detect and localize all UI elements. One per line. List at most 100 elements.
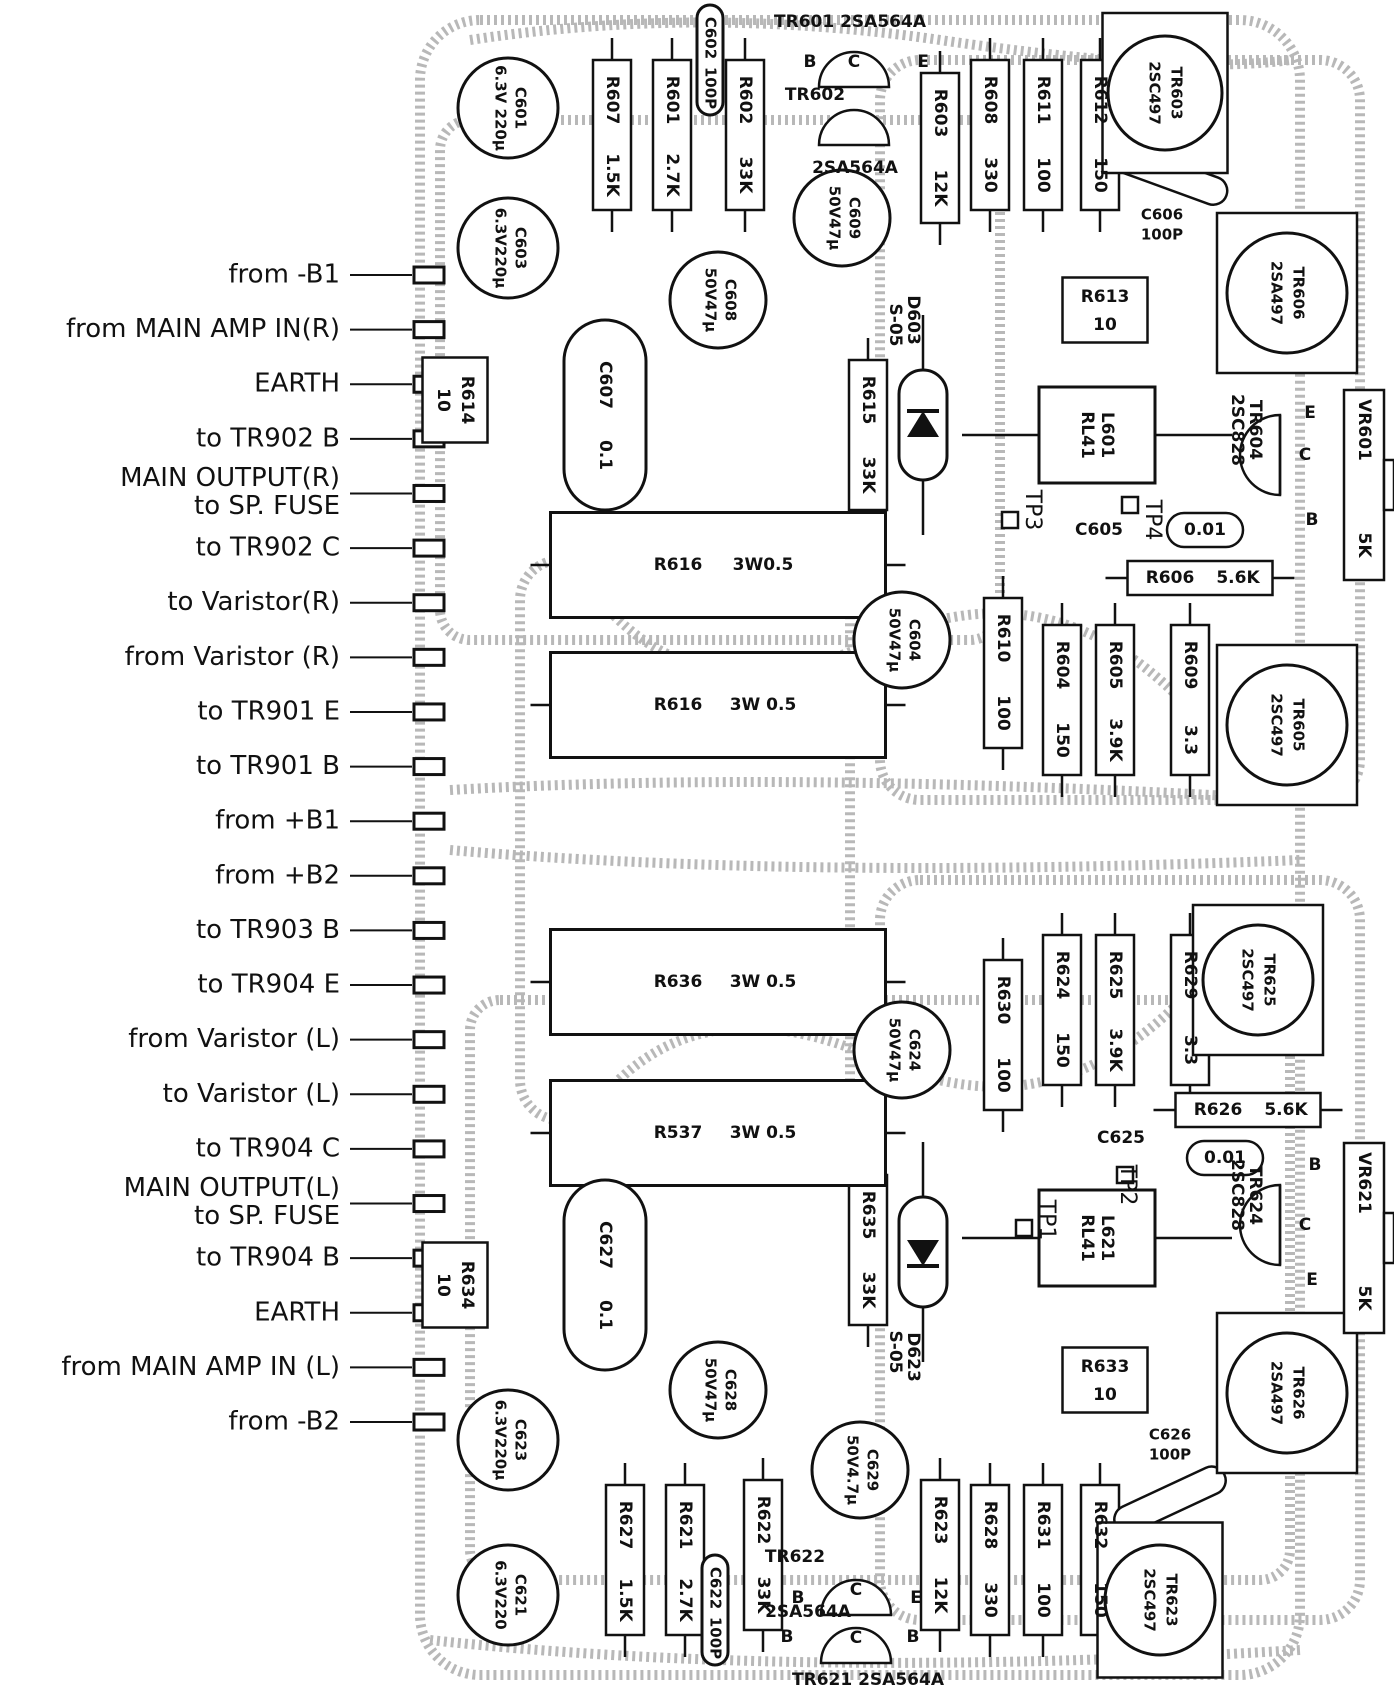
capacitor-name: C605 (1075, 520, 1123, 540)
resistor-value: 5.6K (1216, 568, 1260, 588)
coil-body (1037, 1188, 1157, 1288)
connector-pad (412, 265, 446, 285)
test-point-label: TP2 (1115, 1164, 1140, 1206)
capacitor-name: C626 (1149, 1426, 1191, 1444)
resistor-name: R629 (1180, 951, 1200, 1000)
resistor-name: R602 (735, 76, 755, 125)
connector-pad (412, 320, 446, 340)
capacitor-name: C603 (512, 227, 530, 269)
coil-name: L601 (1097, 412, 1117, 458)
connector-label: from Varistor (L) (128, 1024, 340, 1054)
capacitor-value: 50V4.7μ (844, 1435, 862, 1505)
resistor-value: 10 (433, 388, 453, 412)
resistor-value: 1.5K (602, 153, 622, 197)
transistor-part: 2SC497 (1146, 61, 1164, 125)
resistor-value: 12K (930, 1577, 950, 1615)
resistor-name: R630 (993, 976, 1013, 1025)
resistor-value: 3.9K (1105, 718, 1125, 762)
capacitor-value: 0.01 (1184, 520, 1226, 540)
test-point-label: TP3 (1020, 489, 1045, 531)
test-point-label: TP4 (1140, 499, 1165, 541)
resistor-body (742, 1478, 784, 1632)
resistor-body (1094, 933, 1136, 1087)
capacitor-name: C624 (906, 1029, 924, 1071)
resistor-body (1041, 623, 1083, 777)
resistor-name: R609 (1180, 641, 1200, 690)
capacitor-value: 6.3V220μ (492, 1400, 510, 1481)
pin-label: B (804, 52, 817, 72)
test-point-pad (1120, 495, 1140, 515)
capacitor-value: 6.3V220 (492, 1560, 510, 1630)
resistor-value: 3W 0.5 (730, 695, 797, 715)
resistor-name: R608 (980, 76, 1000, 125)
small-transistor (1238, 413, 1282, 497)
connector-pad (412, 1194, 446, 1214)
capacitor-name: C601 (512, 87, 530, 129)
resistor-name: R626 (1194, 1100, 1243, 1120)
small-transistor (817, 108, 891, 147)
resistor-value: 10 (1093, 315, 1117, 335)
transistor-label: TR604 (1245, 400, 1265, 460)
electrolytic-capacitor (852, 1000, 952, 1100)
capacitor-name: C602 (702, 17, 720, 59)
transistor-label: TR601 2SA564A (774, 12, 927, 32)
resistor-value: 330 (980, 1582, 1000, 1618)
resistor-body (651, 58, 693, 212)
vr-name: VR601 (1354, 399, 1374, 461)
resistor-name: R611 (1033, 76, 1053, 125)
connector-label: from MAIN AMP IN (L) (61, 1352, 340, 1382)
electrolytic-capacitor (668, 1340, 768, 1440)
resistor-name: R613 (1081, 287, 1130, 307)
transistor-part: 2SC828 (1227, 394, 1247, 466)
electrolytic-capacitor (456, 1388, 560, 1492)
power-transistor (1106, 34, 1224, 152)
resistor-value: 3W0.5 (733, 555, 794, 575)
pin-label: B (907, 1627, 920, 1647)
resistor-body (724, 58, 766, 212)
pcb-trace (449, 777, 1301, 805)
transistor-label: TR622 (765, 1547, 825, 1567)
resistor-value: 3.9K (1105, 1028, 1125, 1072)
connector-pad (412, 647, 446, 667)
capacitor-value: 0.01 (1204, 1148, 1246, 1168)
capacitor-value: 6.3V 220μ (492, 65, 510, 151)
capacitor-value: 100P (707, 1617, 725, 1659)
resistor-name: R633 (1081, 1357, 1130, 1377)
transistor-part: 2SC828 (1227, 1159, 1247, 1231)
connector-label: from Varistor (R) (125, 642, 340, 672)
electrolytic-capacitor (456, 56, 560, 160)
resistor-name: R614 (457, 376, 477, 425)
resistor-body (1169, 623, 1211, 777)
pcb-trace-region (415, 15, 1305, 1680)
transistor-part: 2SA497 (1268, 1361, 1286, 1425)
connector-label: to TR904 E (197, 970, 340, 1000)
connector-label: EARTH (254, 369, 340, 399)
transistor-part: 2SC497 (1239, 948, 1257, 1012)
transistor-part: 2SC497 (1141, 1568, 1159, 1632)
connector-label: to TR904 B (196, 1243, 340, 1273)
capacitor-name: C608 (722, 279, 740, 321)
connector-pad (412, 702, 446, 722)
resistor-name: R634 (457, 1261, 477, 1310)
resistor-body (982, 596, 1024, 750)
capacitor-value: 0.1 (595, 1300, 615, 1330)
capacitor-value: 50V47μ (886, 608, 904, 672)
resistor-body (982, 958, 1024, 1112)
pin-label: E (1306, 1270, 1318, 1290)
connector-pad (412, 1030, 446, 1050)
pin-label: C (1299, 445, 1311, 465)
resistor-value: 150 (1090, 157, 1110, 193)
coil-value: RL41 (1077, 411, 1097, 459)
resistor-value: 10 (1093, 1385, 1117, 1405)
power-transistor (1201, 923, 1315, 1037)
capacitor-name: C629 (864, 1449, 882, 1491)
diode-arrow (907, 411, 939, 437)
trimmer-tab (1382, 1211, 1394, 1265)
trimmer-body (1342, 1141, 1386, 1335)
small-transistor (819, 1626, 893, 1665)
power-transistor (1225, 231, 1349, 355)
power-resistor-body (549, 928, 887, 1036)
capacitor-name: C607 (595, 361, 615, 409)
resistor-name: R615 (858, 376, 878, 425)
capacitor-value: 0.1 (595, 440, 615, 470)
